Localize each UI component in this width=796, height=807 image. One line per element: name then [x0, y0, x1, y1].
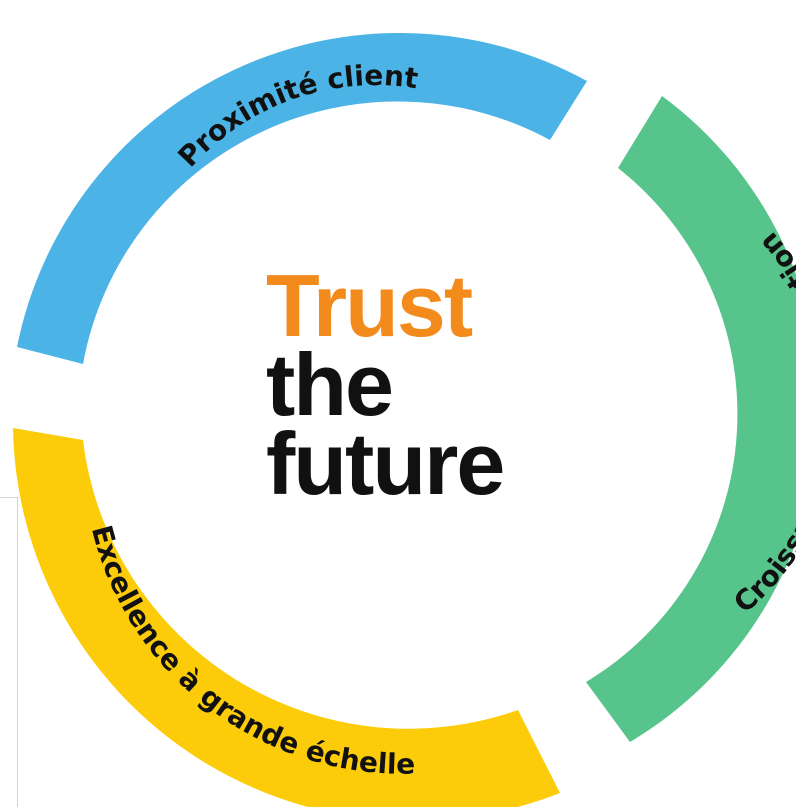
slogan-line-the: the	[266, 335, 394, 435]
segment-arc-proximite	[17, 32, 587, 364]
segment-arc-excellence	[13, 428, 560, 807]
center-slogan: Trust the future	[266, 256, 566, 514]
segment-arc-croissance	[586, 96, 796, 742]
side-panel-edge	[0, 497, 18, 807]
slogan-line-future: future	[266, 414, 505, 514]
slogan-line-trust: Trust	[266, 256, 473, 355]
